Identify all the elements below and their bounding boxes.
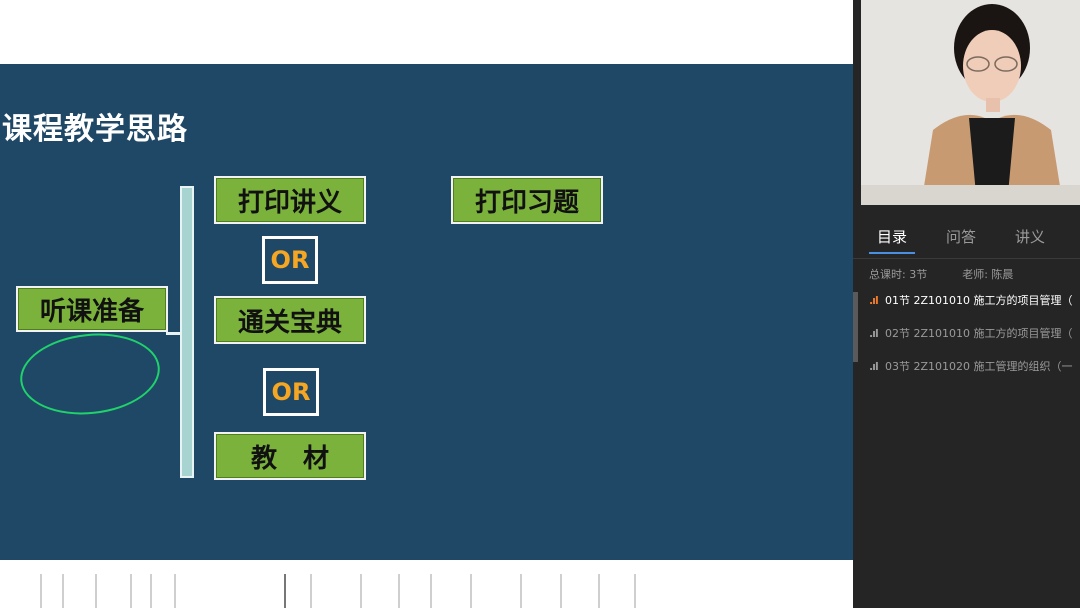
active-tab-indicator [869, 252, 915, 254]
option-box-textbook: 教 材 [214, 432, 366, 480]
teacher-name: 老师: 陈晨 [962, 268, 1014, 281]
course-meta: 总课时: 3节 老师: 陈晨 [869, 266, 1013, 282]
bracket-connector [166, 332, 182, 335]
option-box-handout: 打印讲义 [214, 176, 366, 224]
signal-bars-icon: .ıl [869, 294, 879, 307]
tab-handout[interactable]: 讲义 [1015, 228, 1046, 246]
option-box-guide: 通关宝典 [214, 296, 366, 344]
panel-resize-handle[interactable] [853, 292, 858, 362]
annotation-circle [16, 326, 164, 422]
tab-qa[interactable]: 问答 [946, 228, 977, 246]
or-label-2: OR [263, 368, 319, 416]
presenter-video-frame [861, 0, 1080, 205]
presenter-video [861, 0, 1080, 205]
slide: 课程教学思路 听课准备 打印讲义 OR 通关宝典 OR 教 材 打印习题 [0, 64, 853, 560]
sidebar-tabs: 目录 问答 讲义 [853, 212, 1080, 259]
slide-title: 课程教学思路 [2, 112, 188, 147]
extra-box-exercises: 打印习题 [451, 176, 603, 224]
tab-contents[interactable]: 目录 [877, 228, 908, 246]
start-box: 听课准备 [16, 286, 168, 332]
bracket [180, 186, 194, 478]
video-bottom-artifact [0, 560, 853, 608]
signal-bars-icon: .ıl [869, 327, 879, 340]
signal-bars-icon: .ıl [869, 360, 879, 373]
slide-area: 课程教学思路 听课准备 打印讲义 OR 通关宝典 OR 教 材 打印习题 [0, 64, 853, 608]
total-lessons: 总课时: 3节 [869, 268, 928, 281]
or-label-1: OR [262, 236, 318, 284]
